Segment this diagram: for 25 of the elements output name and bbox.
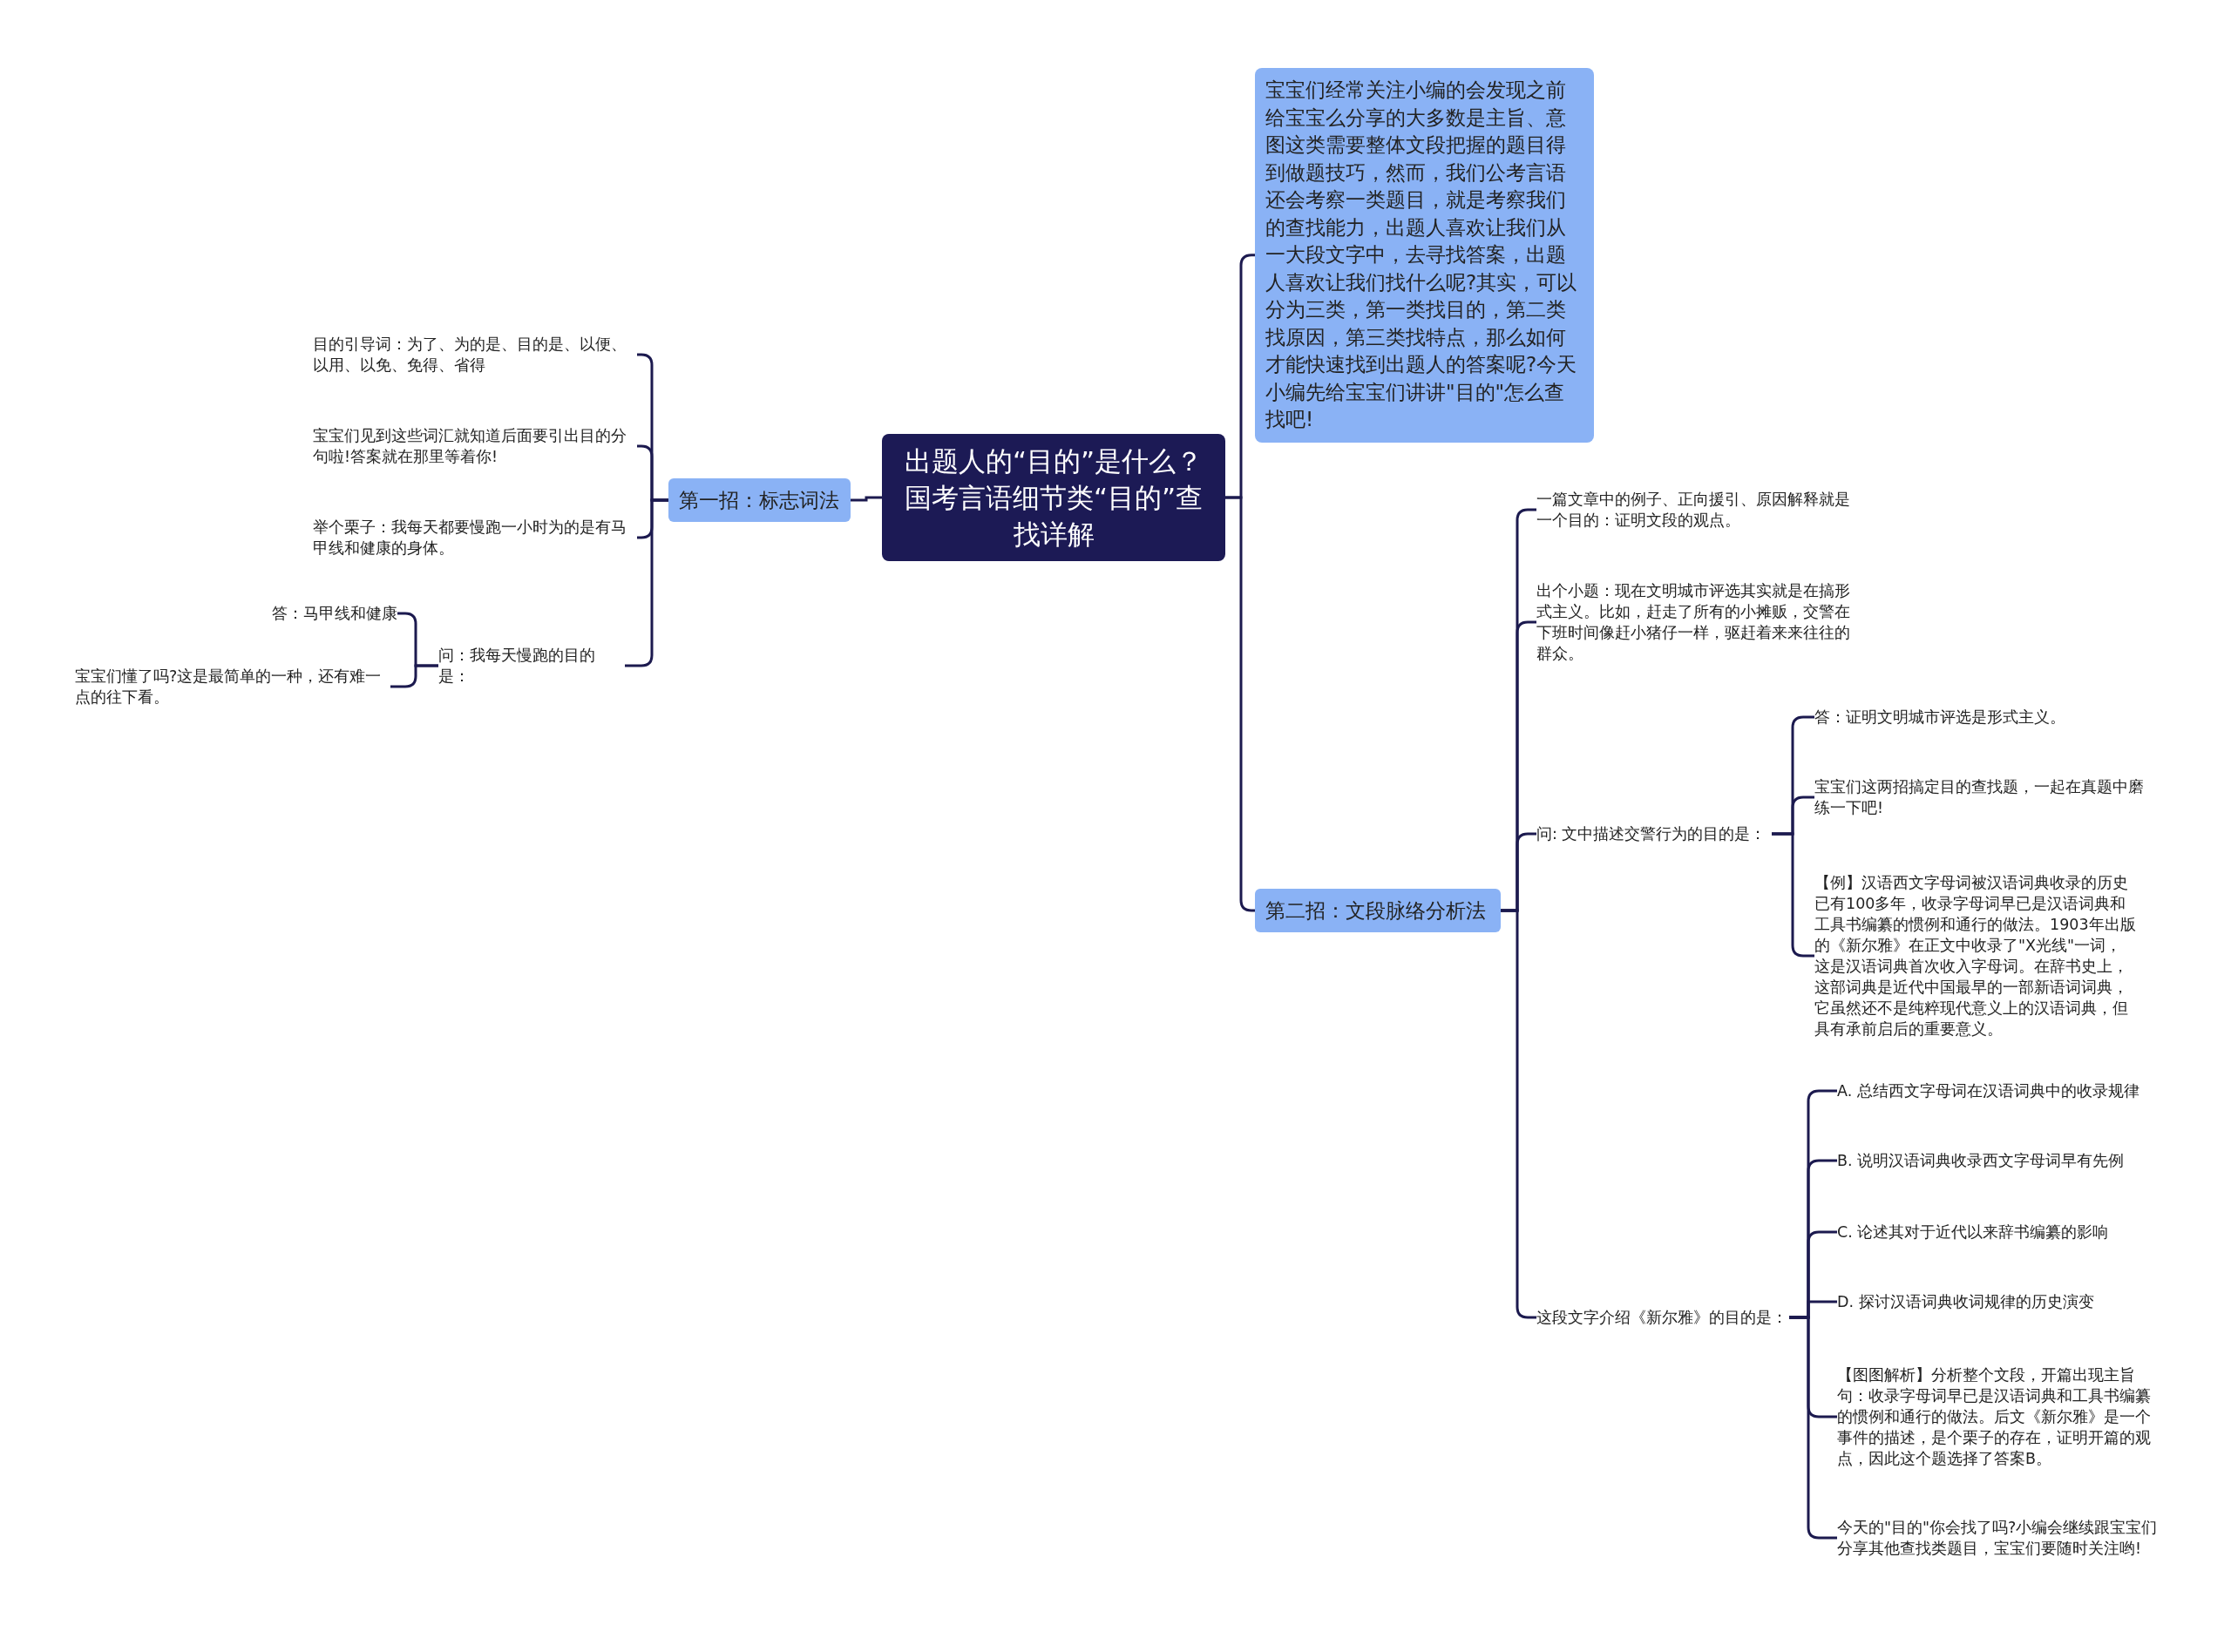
topic-text: B. 说明汉语词典收录西文字母词早有先例 <box>1837 1150 2186 1171</box>
connector-line <box>851 496 882 502</box>
connector-line <box>390 664 438 688</box>
topic-text: 问: 文中描述交警行为的目的是： <box>1536 823 1772 844</box>
topic-text: 宝宝们见到这些词汇就知道后面要引出目的分句啦!答案就在那里等着你! <box>313 425 637 467</box>
branch-topic-box: 第一招：标志词法 <box>668 478 851 522</box>
topic-text: 目的引导词：为了、为的是、目的是、以便、以用、以免、免得、省得 <box>313 334 637 376</box>
topic-text: 【图图解析】分析整个文段，开篇出现主旨句：收录字母词早已是汉语词典和工具书编纂的惯例和通行的做法。后文《新尔雅》是一个事件的描述，是个栗子的存在，证明开篇的观点，因此这个题选择了答案B。 <box>1837 1364 2161 1469</box>
topic-text: C. 论述其对于近代以来辞书编纂的影响 <box>1837 1222 2186 1242</box>
topic-text: 宝宝们懂了吗?这是最简单的一种，还有难一点的往下看。 <box>75 666 390 708</box>
topic-text: 出个小题：现在文明城市评选其实就是在搞形式主义。比如，赶走了所有的小摊贩，交警在下班时间像赶小猪仔一样，驱赶着来来往往的群众。 <box>1536 580 1859 664</box>
topic-text: 这段文字介绍《新尔雅》的目的是： <box>1536 1307 1789 1328</box>
topic-text: 问：我每天慢跑的目的是： <box>438 645 625 687</box>
topic-text: 今天的"目的"你会找了吗?小编会继续跟宝宝们分享其他查找类题目，宝宝们要随时关注哟! <box>1837 1517 2161 1559</box>
topic-text: A. 总结西文字母词在汉语词典中的收录规律 <box>1837 1080 2186 1101</box>
topic-text: D. 探讨汉语词典收词规律的历史演变 <box>1837 1291 2186 1312</box>
topic-text: 【例】汉语西文字母词被汉语词典收录的历史已有100多年，收录字母词早已是汉语词典和工具书编纂的惯例和通行的做法。1903年出版的《新尔雅》在正文中收录了"X光线"一词，这是汉语词典首次收入字母词。在辞书史上，这部词典是近代中国最早的一部新语词词典，它虽然还不是纯粹现代意义上的汉语词典，但具有承前启后的重要意义。 <box>1814 872 2137 1039</box>
note-box: 宝宝们经常关注小编的会发现之前给宝宝么分享的大多数是主旨、意图这类需要整体文段把握的题目得到做题技巧，然而，我们公考言语还会考察一类题目，就是考察我们的查找能力，出题人喜欢让我们从一大段文字中，去寻找答案，出题人喜欢让我们找什么呢?其实，可以分为三类，第一类找目的，第二类找原因，第三类找特点，那么如何才能快速找到出题人的答案呢?今天小编先给宝宝们讲讲"目的"怎么查找吧! <box>1255 68 1594 443</box>
topic-text: 答：证明文明城市评选是形式主义。 <box>1814 707 2146 728</box>
branch-topic-box: 第二招：文段脉络分析法 <box>1255 889 1501 932</box>
topic-text: 举个栗子：我每天都要慢跑一小时为的是有马甲线和健康的身体。 <box>313 517 637 559</box>
topic-text: 答：马甲线和健康 <box>261 603 397 624</box>
central-topic-box: 出题人的“目的”是什么？国考言语细节类“目的”查找详解 <box>882 434 1225 561</box>
topic-text: 一篇文章中的例子、正向援引、原因解释就是一个目的：证明文段的观点。 <box>1536 489 1859 531</box>
topic-text: 宝宝们这两招搞定目的查找题，一起在真题中磨练一下吧! <box>1814 776 2146 818</box>
